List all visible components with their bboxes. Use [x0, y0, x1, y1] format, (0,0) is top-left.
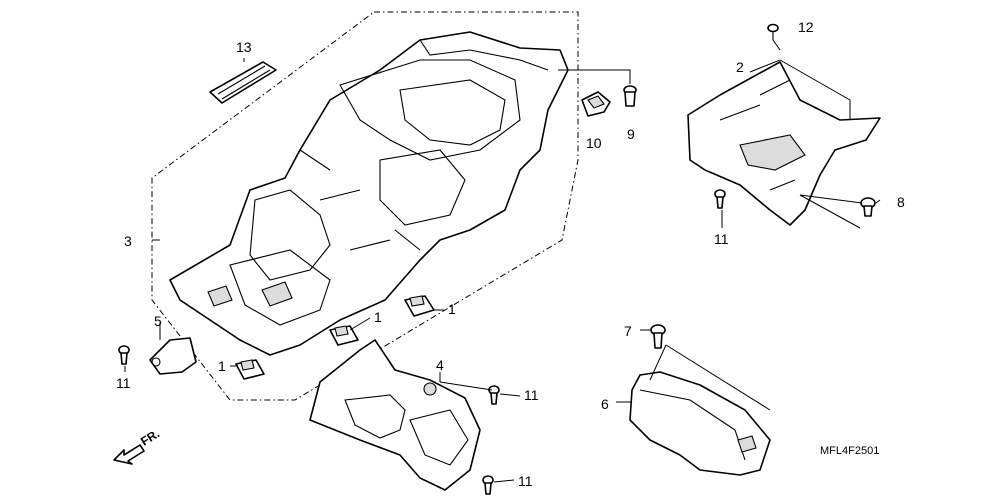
part-1-clip-a — [404, 295, 435, 317]
callout-7: 7 — [624, 323, 632, 339]
front-label: FR. — [138, 426, 162, 448]
callout-9: 9 — [627, 126, 635, 142]
front-direction-indicator: FR. — [113, 426, 162, 465]
callout-1-b: 1 — [374, 309, 382, 325]
part-1-clip-c — [235, 359, 265, 380]
callout-1-a: 1 — [448, 301, 456, 317]
callout-11-d: 11 — [518, 473, 533, 489]
part-6-lower-cover — [629, 371, 771, 476]
part-2-fender-cover — [687, 61, 881, 226]
callout-8: 8 — [897, 194, 905, 210]
callout-10: 10 — [586, 135, 602, 151]
part-11-bolt-c — [488, 385, 500, 405]
part-3-rear-fender-main — [169, 31, 569, 356]
callout-13: 13 — [236, 39, 252, 55]
part-5-bracket — [149, 337, 197, 375]
part-11-bolt-a — [714, 189, 726, 209]
callout-12: 12 — [798, 19, 814, 35]
drawing-code: MFL4F2501 — [820, 445, 879, 457]
callout-1-c: 1 — [218, 358, 226, 374]
callout-11-b: 11 — [116, 375, 131, 391]
callout-11-a: 11 — [714, 231, 729, 247]
part-10-nut — [581, 91, 611, 117]
callout-2: 2 — [736, 59, 744, 75]
part-13-rubber-band — [209, 61, 277, 104]
part-12-screw — [767, 23, 779, 40]
part-8-bolt — [860, 197, 876, 217]
front-arrow-icon — [113, 444, 145, 465]
part-1-clip-b — [329, 325, 359, 346]
callout-11-c: 11 — [524, 387, 539, 403]
part-7-bolt — [650, 324, 666, 349]
callout-6: 6 — [601, 396, 609, 412]
part-11-bolt-d — [482, 475, 494, 495]
callout-3: 3 — [124, 233, 132, 249]
part-11-bolt-b — [118, 345, 130, 365]
callout-5: 5 — [154, 313, 162, 329]
leader-lines — [124, 39, 881, 483]
callout-4: 4 — [436, 357, 444, 373]
part-4-lower-fender — [309, 339, 481, 491]
part-9-screw — [623, 85, 637, 107]
